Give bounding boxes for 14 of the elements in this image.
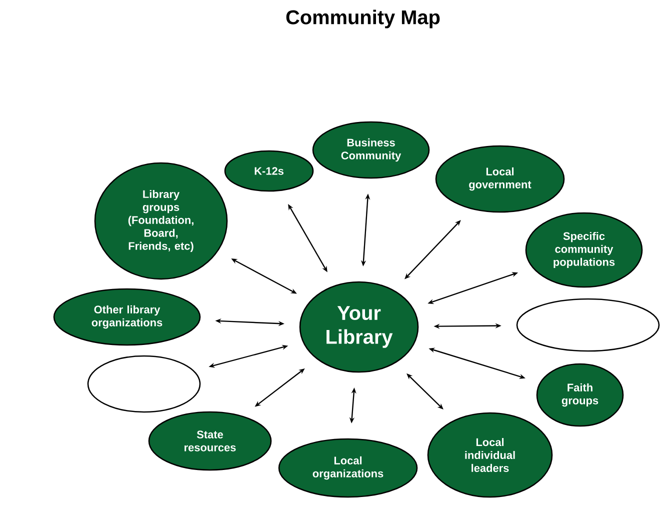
ellipse-node: Your Library <box>299 281 419 373</box>
ellipse-node: Business Community <box>312 121 430 179</box>
ellipse-node: Local government <box>435 145 565 213</box>
ellipse-node: Library groups (Foundation, Board, Friends, etc) <box>94 162 228 280</box>
empty-ellipse <box>516 298 660 352</box>
ellipse-node: Local organizations <box>278 438 418 498</box>
ellipse-node: Other library organizations <box>53 288 201 346</box>
ellipse-node: K-12s <box>224 150 314 192</box>
title: Community Map <box>286 10 440 28</box>
ellipse-node: Faith groups <box>536 363 624 427</box>
ellipse-node: State resources <box>148 411 272 471</box>
empty-ellipse <box>87 355 201 413</box>
ellipse-node: Local individual leaders <box>427 412 553 498</box>
ellipse-node: Specific community populations <box>525 212 643 288</box>
